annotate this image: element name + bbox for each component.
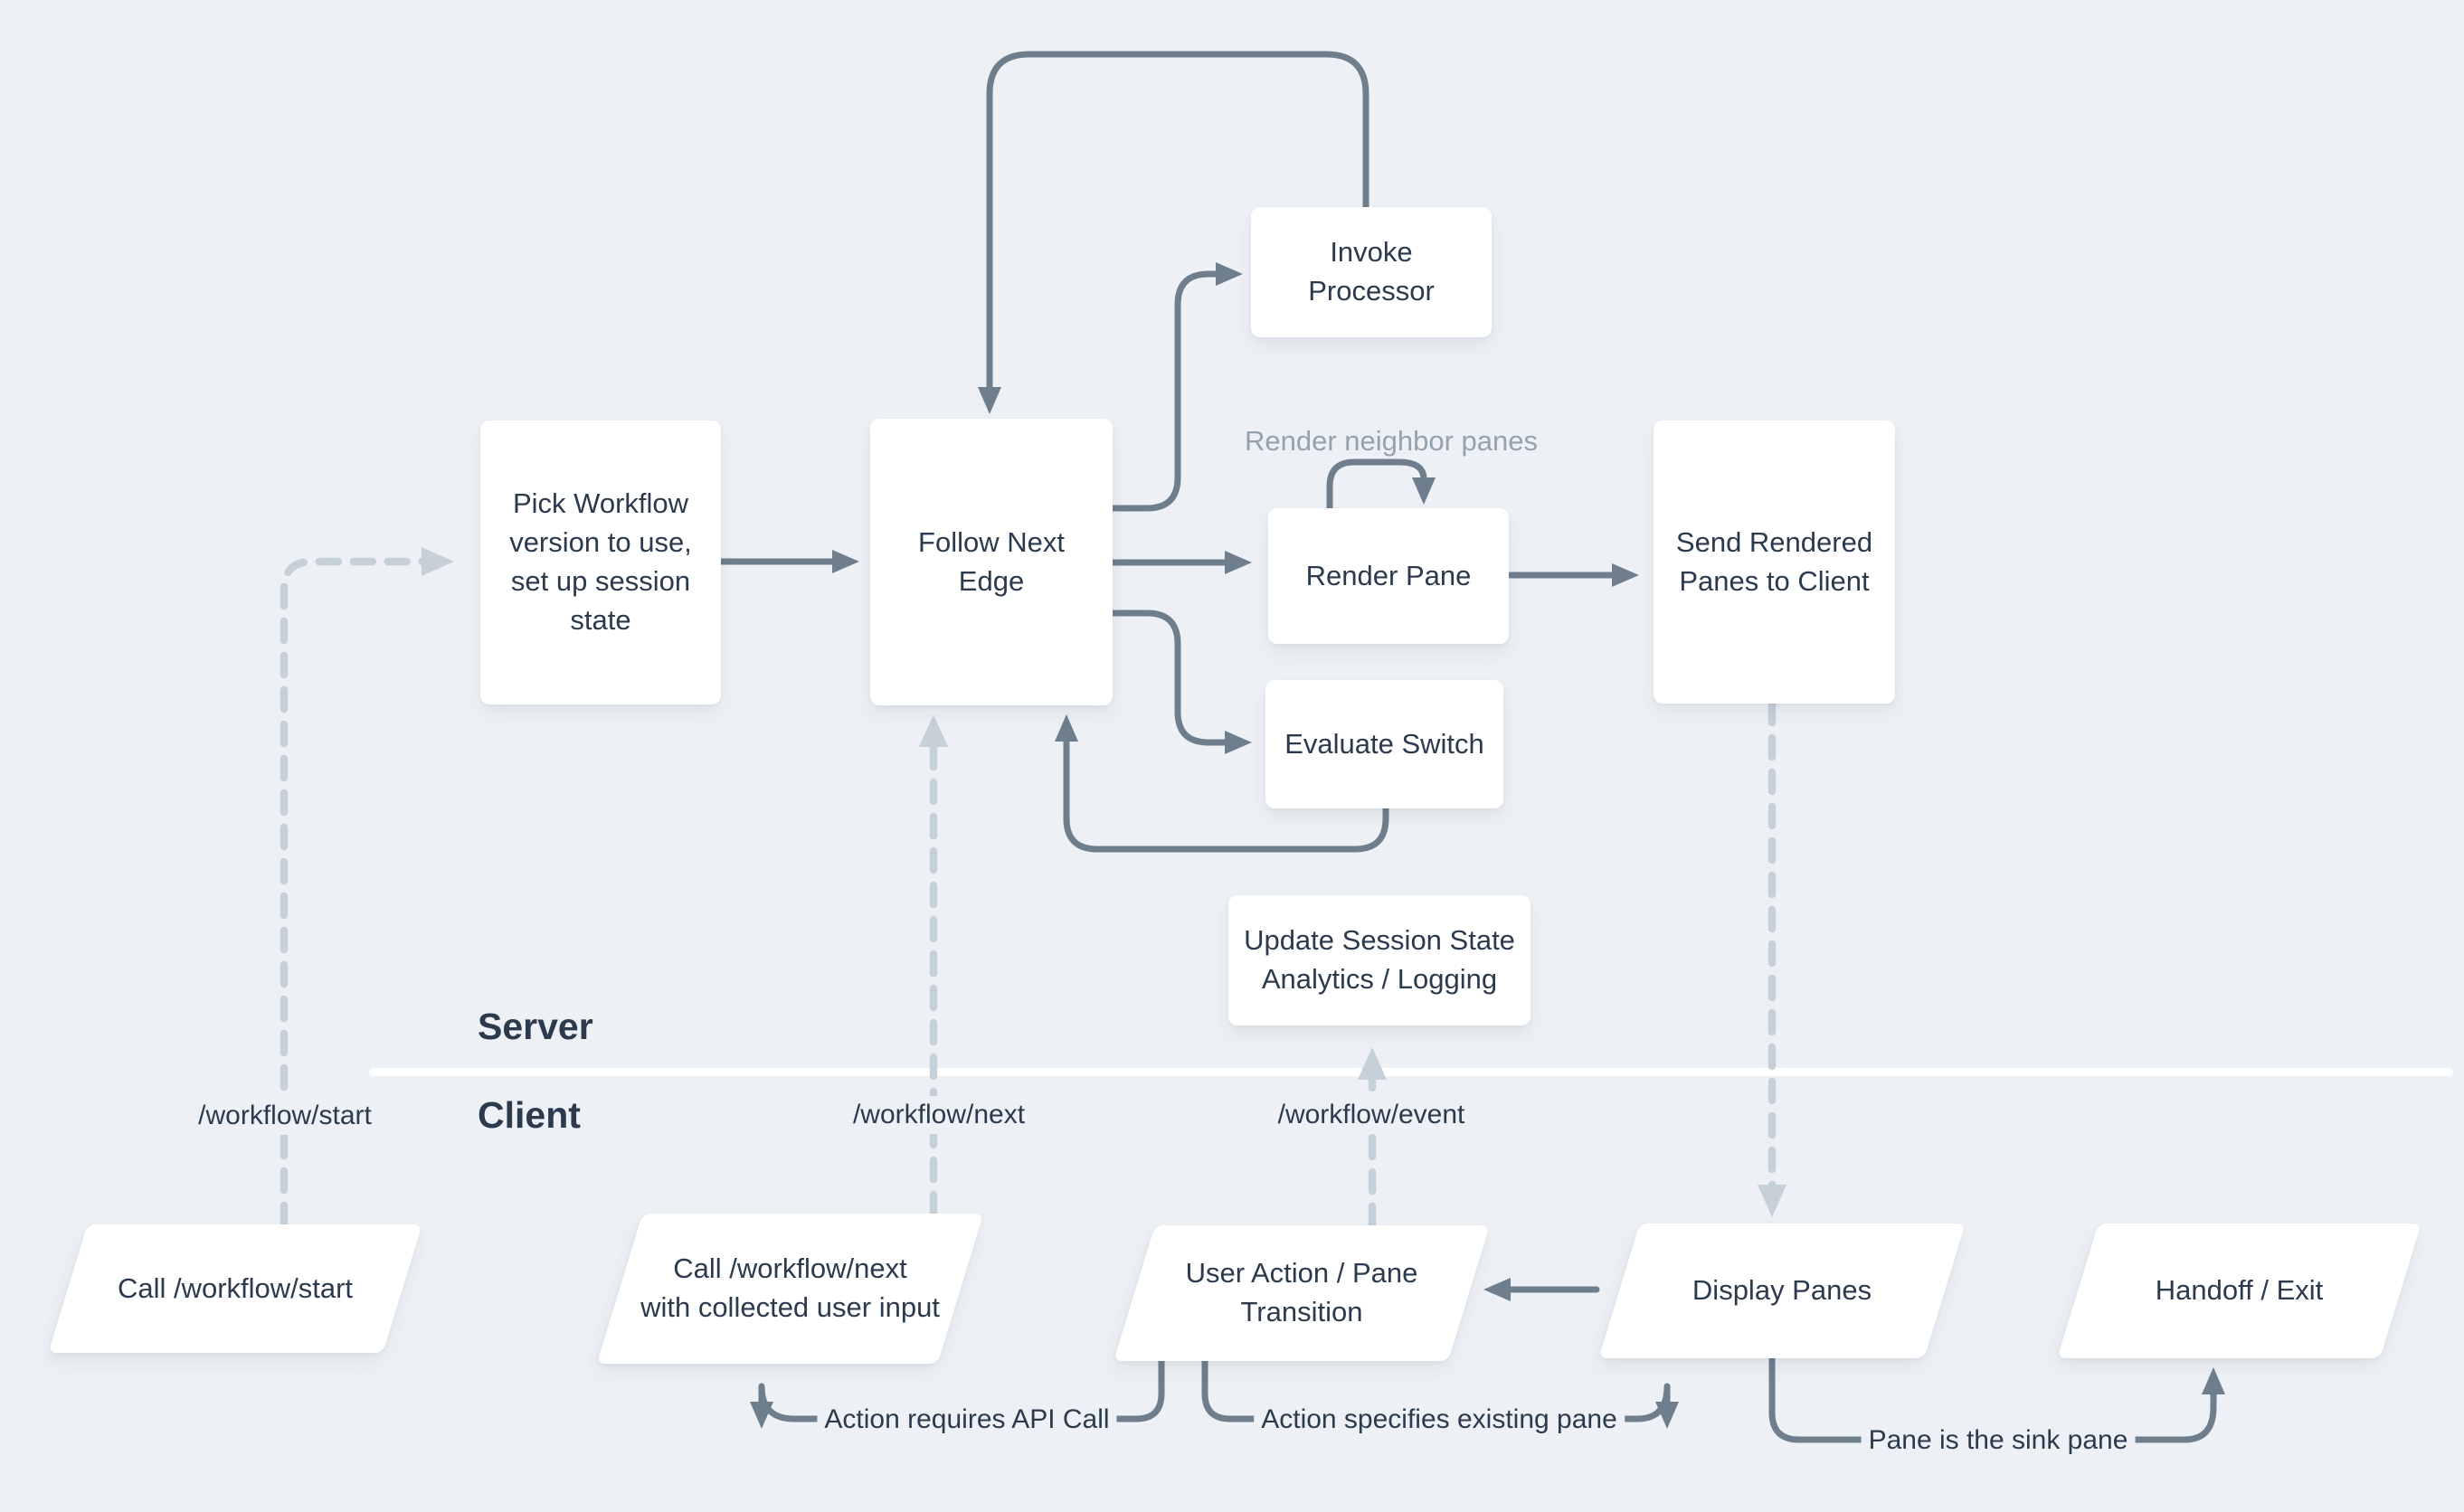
node-invoke-processor: Invoke Processor (1251, 207, 1492, 337)
edge-useraction-to-annot1 (1114, 1357, 1165, 1422)
api-label-workflow-event: /workflow/event (1265, 1096, 1478, 1134)
annotation-pane-is-sink-pane: Pane is the sink pane (1861, 1423, 2136, 1458)
node-call-workflow-next: Call /workflow/next with collected user … (596, 1214, 984, 1364)
node-handoff-exit: Handoff / Exit (2057, 1224, 2421, 1358)
api-label-workflow-next: /workflow/next (839, 1096, 1038, 1134)
edge-follow-to-invoke (1109, 262, 1243, 512)
node-update-session-state-label: Update Session State Analytics / Logging (1244, 924, 1515, 995)
edge-annot2-to-display (1614, 1383, 1679, 1429)
edge-display-to-annot3 (1768, 1355, 1865, 1443)
edge-callstart-to-pick (280, 547, 454, 1229)
edge-evaluate-to-follow-loop (1055, 714, 1389, 853)
node-user-action: User Action / Pane Transition (1114, 1225, 1490, 1361)
node-handoff-exit-label: Handoff / Exit (2155, 1274, 2324, 1307)
node-pick-workflow-label: Pick Workflow version to use, set up ses… (509, 487, 692, 636)
node-invoke-processor-label: Invoke Processor (1308, 236, 1435, 307)
node-pick-workflow: Pick Workflow version to use, set up ses… (480, 421, 721, 704)
node-evaluate-switch: Evaluate Switch (1265, 680, 1503, 808)
node-call-workflow-next-label: Call /workflow/next with collected user … (640, 1252, 940, 1323)
lane-label-client: Client (478, 1094, 581, 1136)
edge-follow-to-evaluate (1109, 610, 1252, 754)
node-send-rendered-panes-label: Send Rendered Panes to Client (1675, 525, 1873, 597)
annotation-action-requires-api-call: Action requires API Call (817, 1403, 1117, 1437)
node-evaluate-switch-label: Evaluate Switch (1284, 727, 1484, 760)
edge-render-self-loop (1326, 458, 1436, 512)
node-render-pane-label: Render Pane (1305, 559, 1472, 591)
node-display-panes-label: Display Panes (1692, 1274, 1872, 1307)
server-client-divider (369, 1068, 2453, 1076)
annotation-action-specifies-existing-pane: Action specifies existing pane (1254, 1403, 1625, 1437)
node-update-session-state: Update Session State Analytics / Logging (1228, 895, 1531, 1025)
edge-annot1-to-callnext (750, 1383, 822, 1429)
node-follow-next-edge-label: Follow Next Edge (918, 525, 1065, 597)
caption-render-neighbor-panes: Render neighbor panes (1244, 425, 1539, 457)
node-follow-next-edge: Follow Next Edge (870, 419, 1113, 705)
edge-annot3-to-handoff (2131, 1367, 2225, 1443)
api-label-workflow-start: /workflow/start (185, 1097, 384, 1135)
edge-invoke-to-follow-loop (978, 51, 1369, 414)
lane-label-server: Server (478, 1006, 593, 1047)
node-display-panes: Display Panes (1598, 1224, 1966, 1358)
edge-useraction-to-annot2 (1201, 1357, 1263, 1422)
node-send-rendered-panes: Send Rendered Panes to Client (1654, 421, 1895, 704)
node-user-action-label: User Action / Pane Transition (1185, 1257, 1418, 1328)
node-render-pane: Render Pane (1268, 508, 1509, 644)
node-call-workflow-start-label: Call /workflow/start (117, 1271, 354, 1304)
node-call-workflow-start: Call /workflow/start (48, 1224, 422, 1353)
